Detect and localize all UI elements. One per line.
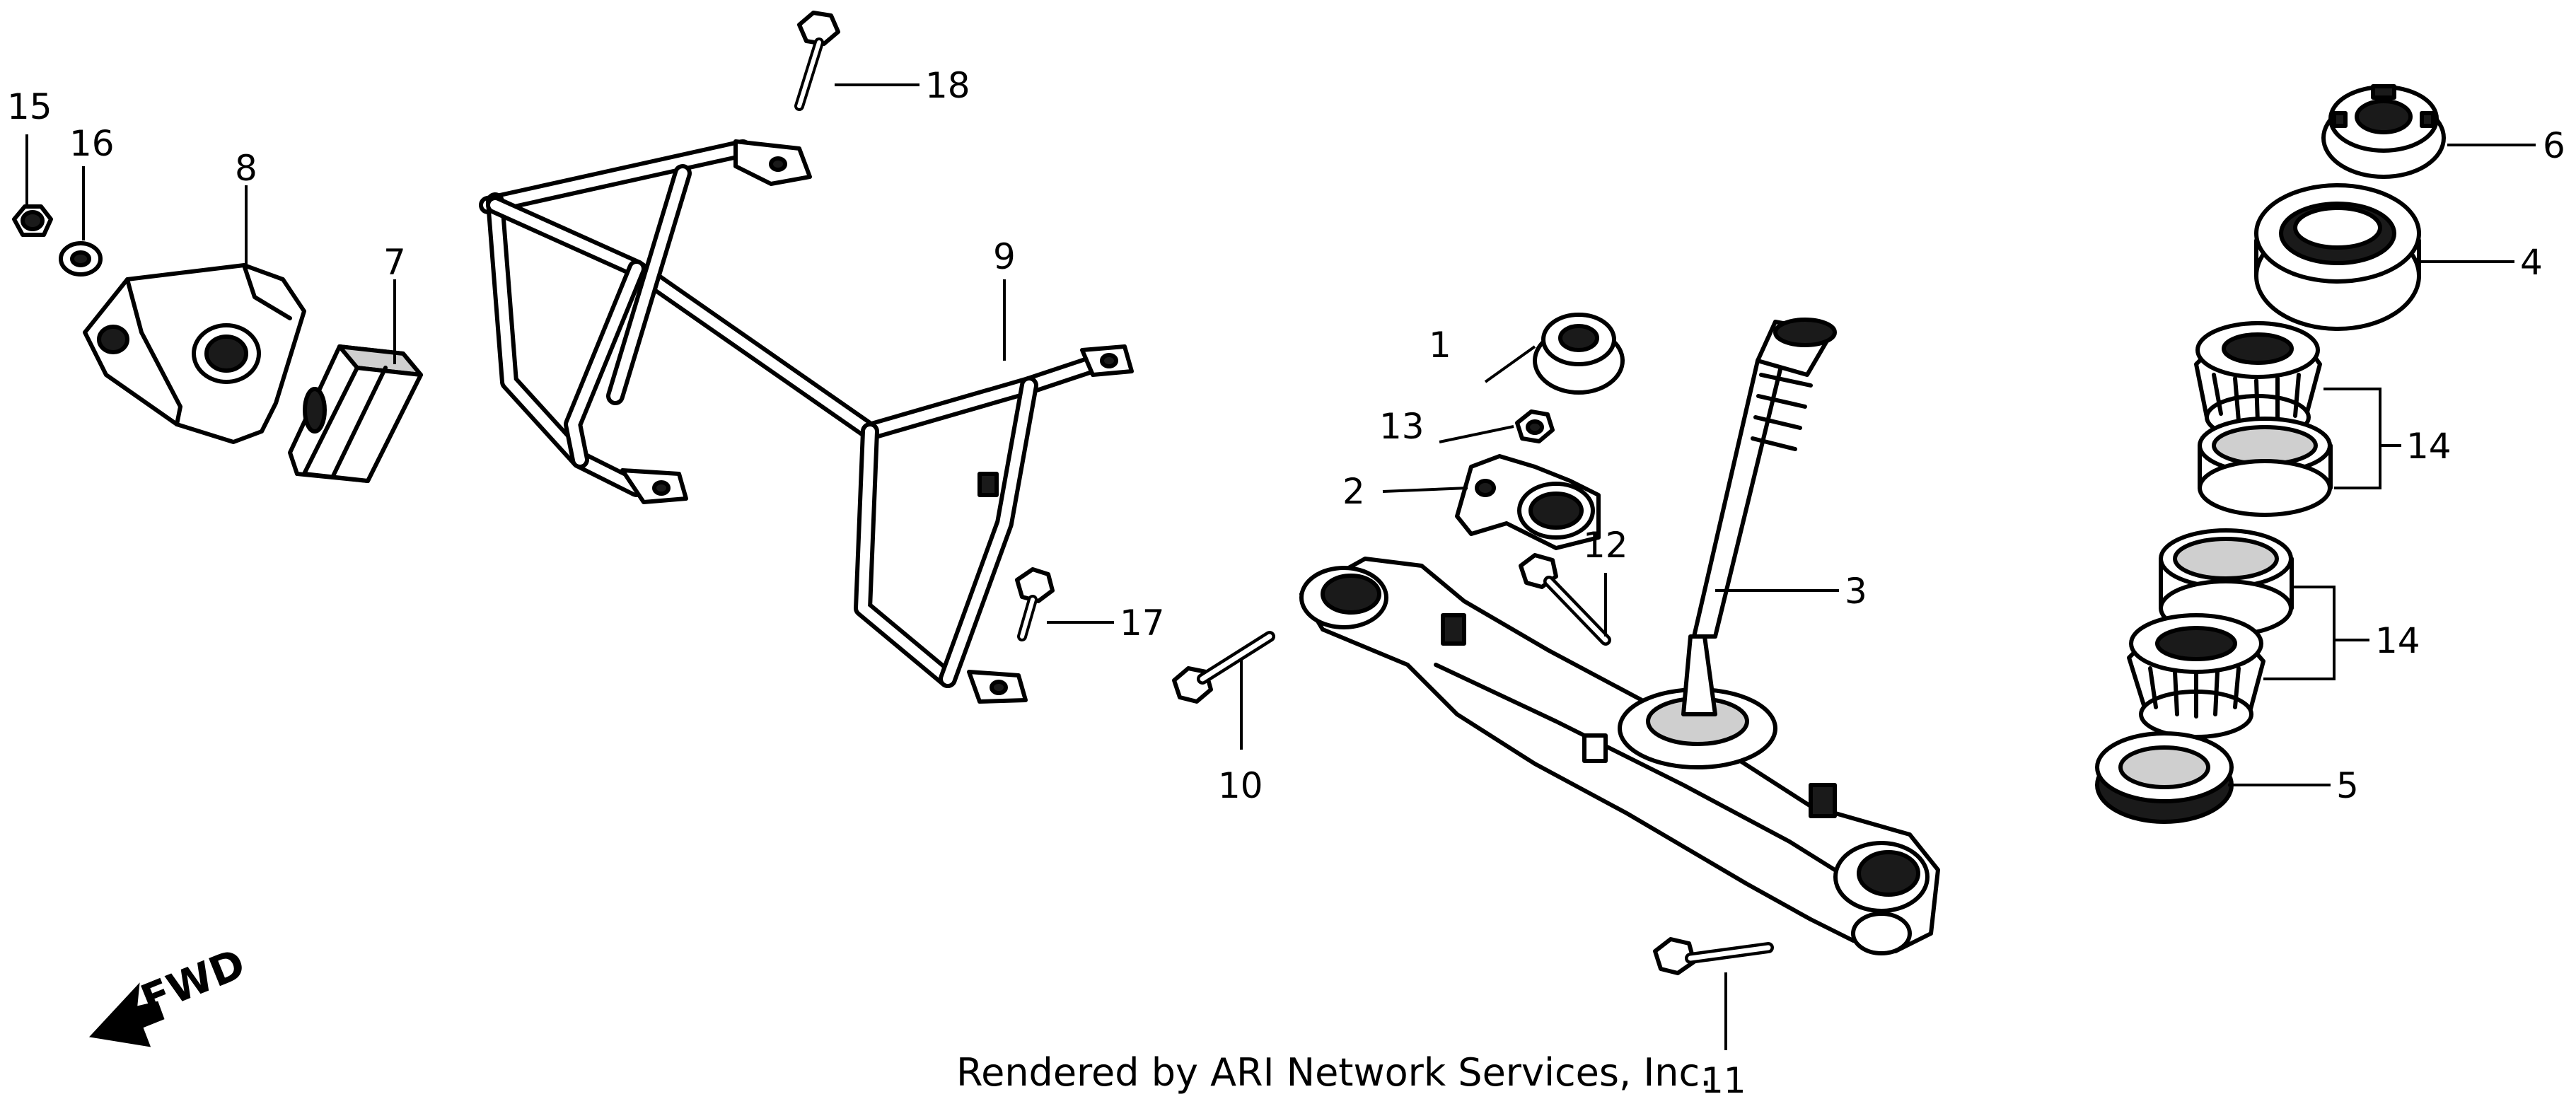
callout-11: 11	[1701, 1060, 1746, 1099]
callout-10: 10	[1218, 765, 1263, 806]
callout-13: 13	[1379, 406, 1425, 447]
part-12-bolt[interactable]	[1519, 553, 1611, 646]
part-14-upper-bearing[interactable]	[2194, 321, 2333, 517]
callout-17: 17	[1120, 603, 1165, 644]
callout-labels: 15 16 8 7 9 18 17 10 12 1 13 2 3 11 6 4 …	[7, 65, 2565, 1099]
forward-arrow-icon	[88, 982, 165, 1047]
part-14-lower-bearing[interactable]	[2127, 528, 2294, 739]
part-16-washer[interactable]	[59, 241, 103, 277]
part-10-bolt[interactable]	[1172, 631, 1275, 704]
callout-7: 7	[383, 242, 406, 283]
callout-4: 4	[2520, 242, 2543, 283]
part-1-grommet[interactable]	[1533, 313, 1625, 395]
part-2-clamp[interactable]	[1455, 454, 1601, 550]
part-4-cap[interactable]	[2254, 183, 2421, 331]
part-5-seal[interactable]	[2095, 731, 2234, 824]
part-18-bolt[interactable]	[794, 11, 840, 111]
part-11-bolt[interactable]	[1653, 937, 1774, 975]
part-8-bracket[interactable]	[83, 263, 306, 444]
part-7-block[interactable]	[288, 344, 423, 483]
callout-3: 3	[1845, 571, 1867, 612]
fwd-label: FWD	[134, 939, 252, 1024]
callout-1: 1	[1429, 325, 1451, 366]
forward-direction-indicator: FWD	[88, 939, 252, 1047]
callout-18: 18	[925, 65, 970, 106]
callout-12: 12	[1583, 525, 1628, 566]
part-15-nut[interactable]	[12, 204, 53, 237]
part-9-frame[interactable]	[479, 139, 1134, 704]
part-3-steering-stem[interactable]	[1299, 318, 1940, 955]
callout-14-upper: 14	[2406, 426, 2452, 467]
leader-lines	[25, 83, 2536, 1050]
callout-9: 9	[993, 236, 1016, 277]
callout-8: 8	[235, 148, 257, 189]
callout-14-lower: 14	[2375, 620, 2420, 661]
callout-2: 2	[1342, 471, 1365, 512]
callout-5: 5	[2336, 765, 2359, 806]
part-6-locknut[interactable]	[2321, 84, 2446, 179]
callout-15: 15	[7, 86, 52, 127]
callout-16: 16	[69, 123, 115, 164]
part-13-nut[interactable]	[1515, 409, 1555, 443]
callout-6: 6	[2543, 125, 2565, 166]
part-17-bolt[interactable]	[1015, 567, 1055, 641]
credit-text: Rendered by ARI Network Services, Inc.	[956, 1050, 1712, 1095]
